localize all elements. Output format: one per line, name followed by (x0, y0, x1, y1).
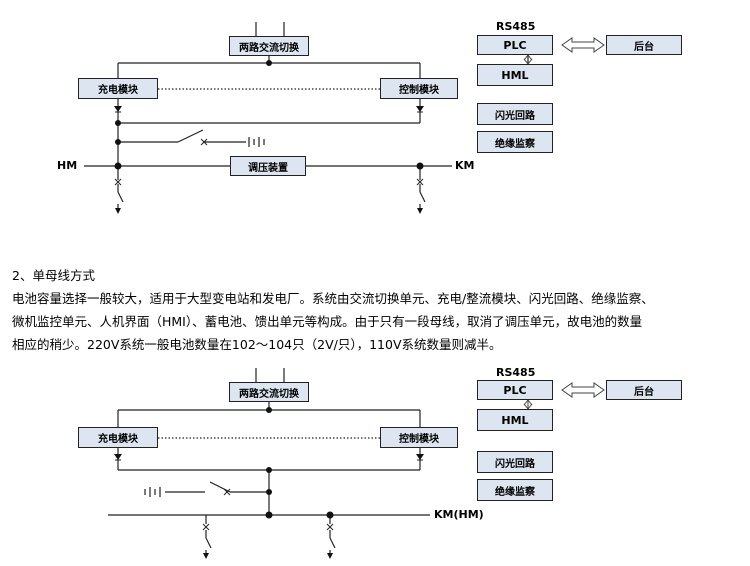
insulation-monitor-box-2: 绝缘监察 (477, 479, 553, 501)
charger-module-box: 充电模块 (78, 78, 158, 99)
flash-circuit-box-2: 闪光回路 (477, 451, 553, 473)
ac-switch-box-2: 两路交流切换 (229, 382, 309, 402)
control-module-box: 控制模块 (380, 78, 458, 99)
km-bus-label: KM (455, 159, 475, 172)
control-module-box-2: 控制模块 (380, 427, 458, 448)
hm-bus-label: HM (57, 159, 78, 172)
plc-box: PLC (477, 35, 553, 55)
plc-box-2: PLC (477, 380, 553, 400)
section-line-1: 电池容量选择一般较大，适用于大型变电站和发电厂。系统由交流切换单元、充电/整流模… (12, 291, 654, 306)
rs485-label: RS485 (496, 20, 536, 33)
section-line-2: 微机监控单元、人机界面（HMI）、蓄电池、馈出单元等构成。由于只有一段母线，取消… (12, 314, 643, 329)
hml-box-2: HML (477, 409, 553, 431)
hml-box: HML (477, 64, 553, 86)
section-line-3: 相应的稍少。220V系统一般电池数量在102～104只（2V/只），110V系统… (12, 337, 502, 352)
backend-box: 后台 (606, 35, 682, 55)
charger-module-box-2: 充电模块 (78, 427, 158, 448)
regulator-box: 调压装置 (230, 156, 306, 176)
km-hm-bus-label: KM(HM) (434, 508, 484, 521)
backend-box-2: 后台 (606, 380, 682, 400)
section-heading: 2、单母线方式 (12, 268, 95, 283)
ac-switch-box: 两路交流切换 (229, 36, 309, 56)
rs485-label-2: RS485 (496, 366, 536, 379)
flash-circuit-box: 闪光回路 (477, 103, 553, 125)
insulation-monitor-box: 绝缘监察 (477, 131, 553, 153)
